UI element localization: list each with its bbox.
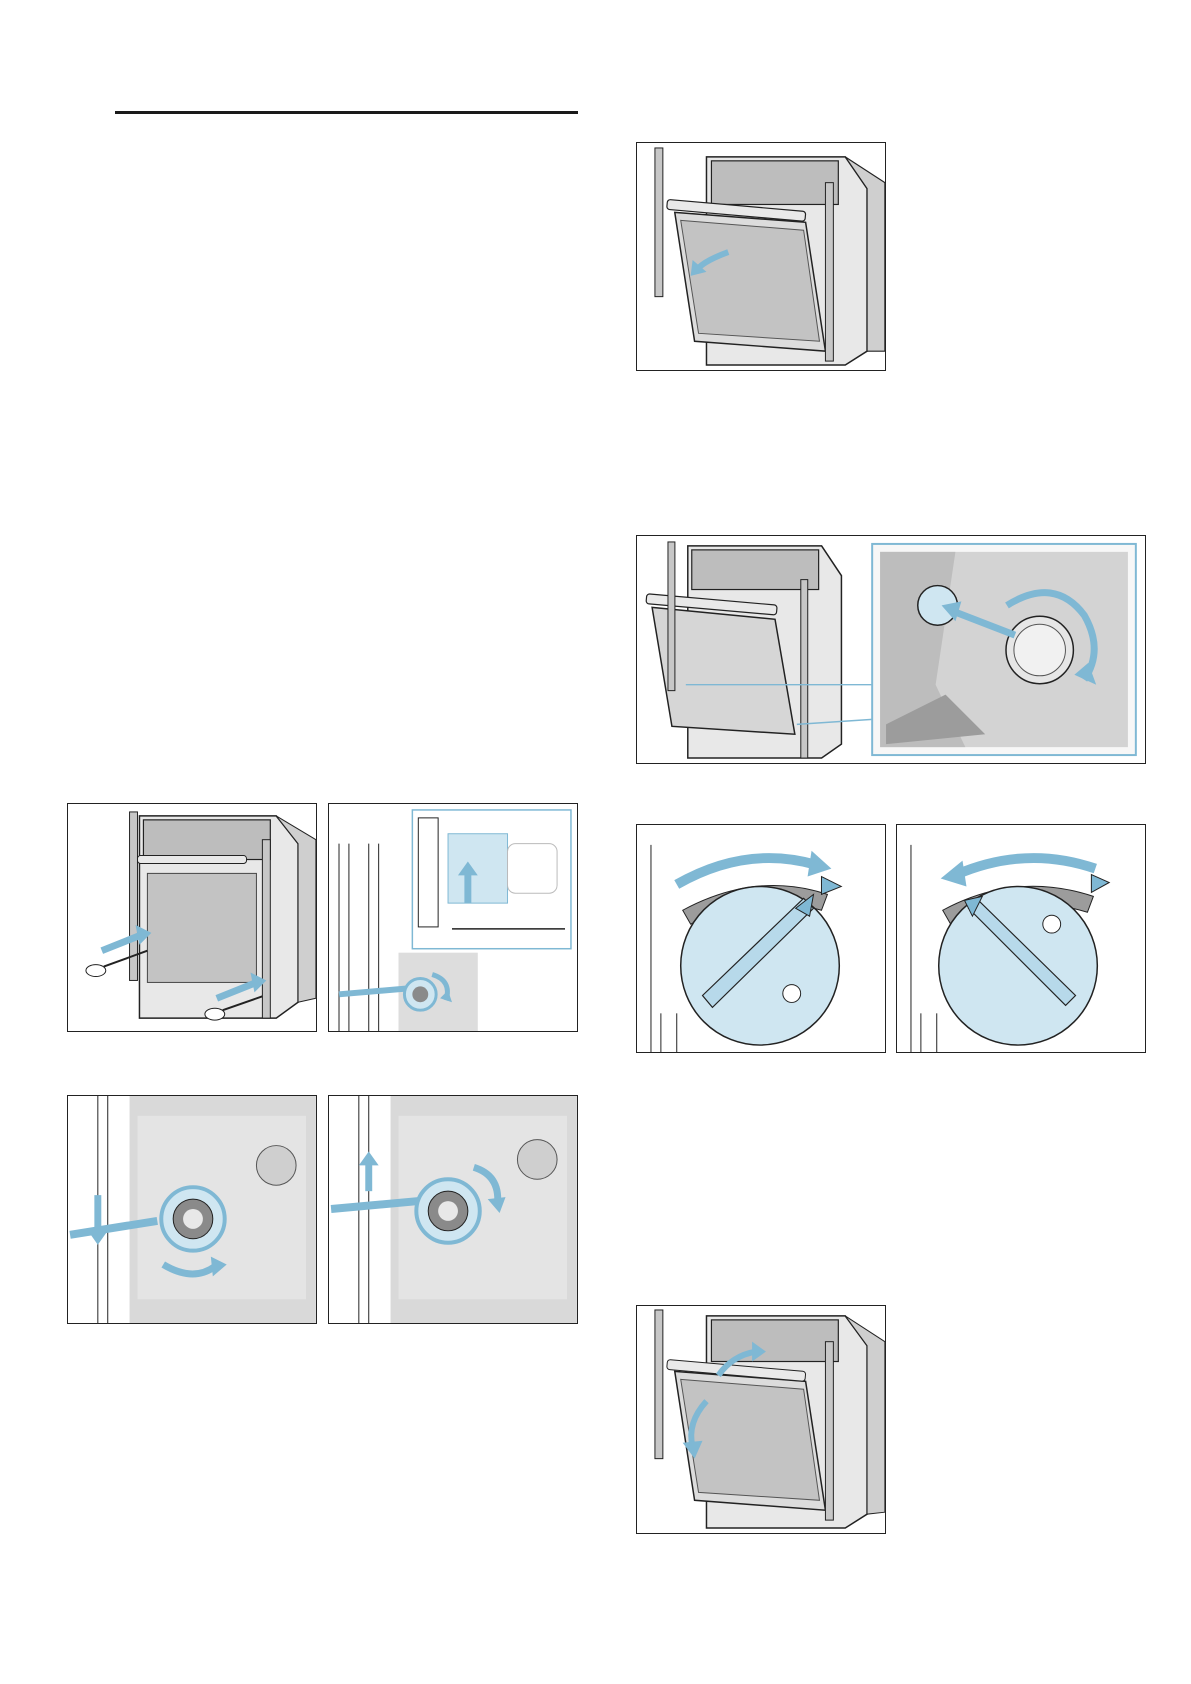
figure-screwdrivers [67,803,317,1032]
screwdriver-icon [86,965,106,977]
figure-hinge-detail [636,535,1146,764]
section-rule [115,111,578,114]
figure-dial-rotate-b [896,824,1146,1053]
figure-door-open [636,142,886,371]
figure-turn-clockwise [67,1095,317,1324]
oven-door-open-illustration [637,143,885,370]
rotate-arrow-icon [957,858,1096,875]
figure-lever-zoom [328,803,578,1032]
figure-door-close [636,1305,886,1534]
figure-dial-rotate-a [636,824,886,1053]
figure-lever-lift [328,1095,578,1324]
rotate-arrow-icon [677,858,816,884]
